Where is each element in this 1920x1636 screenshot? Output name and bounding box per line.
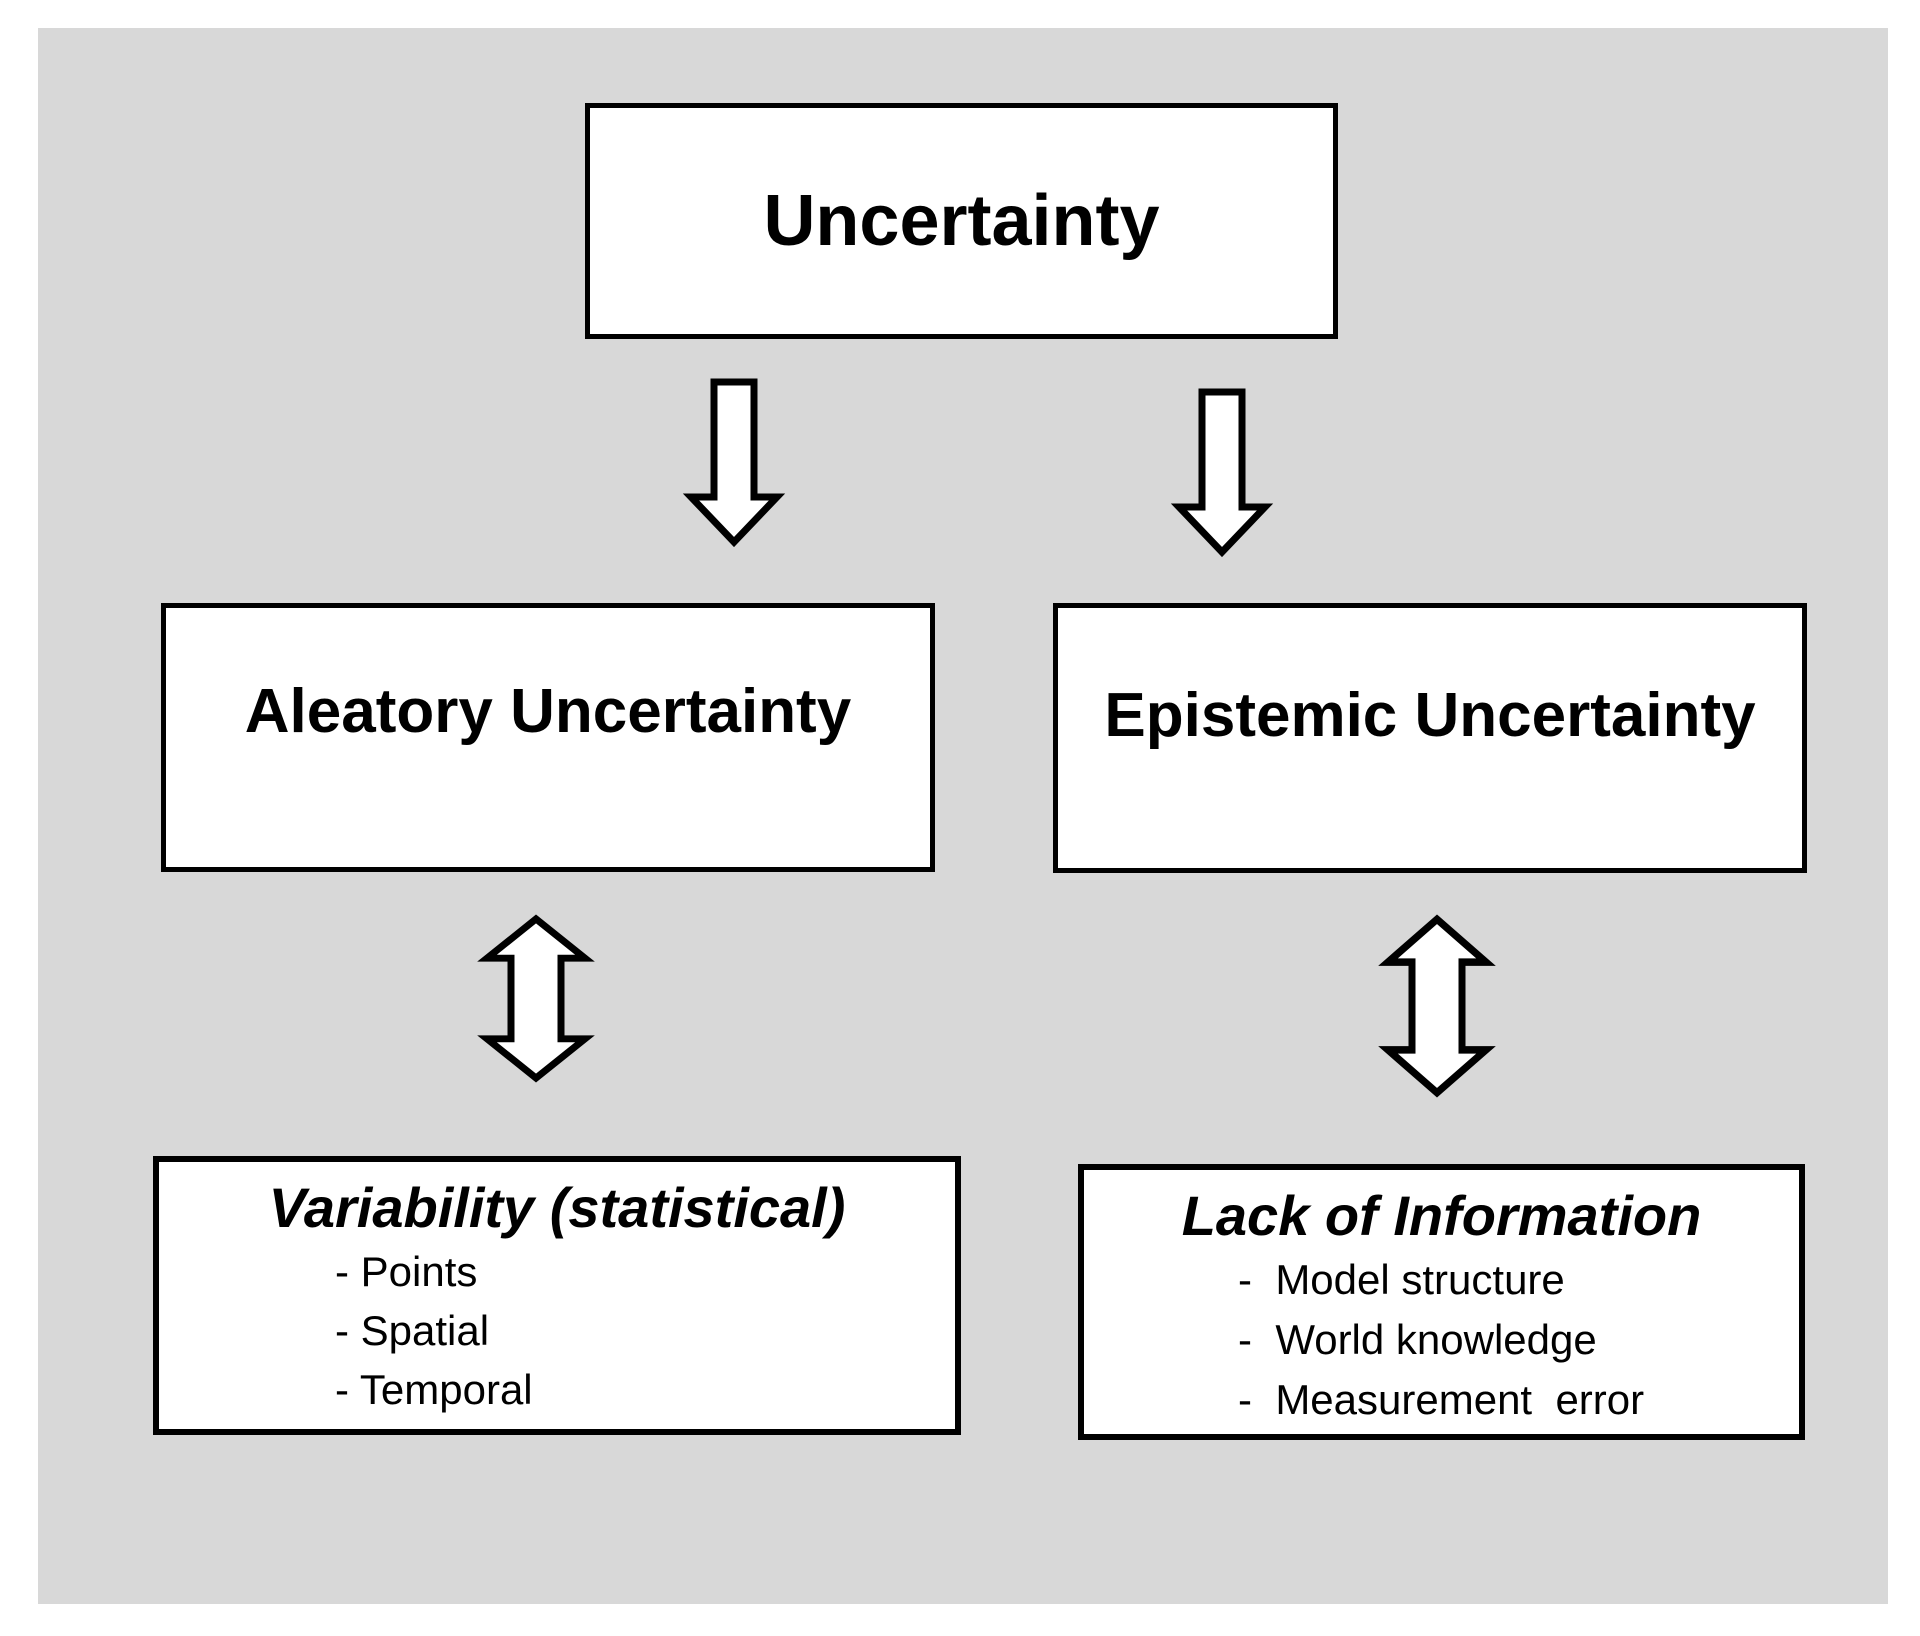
list-item: - Temporal — [335, 1366, 533, 1413]
lack-of-information-heading: Lack of Information — [1181, 1184, 1702, 1247]
epistemic-uncertainty-label: Epistemic Uncertainty — [1104, 681, 1756, 750]
aleatory-uncertainty-label: Aleatory Uncertainty — [244, 676, 852, 746]
down-arrow-icon — [682, 378, 786, 548]
variability-heading: Variability (statistical) — [268, 1176, 846, 1239]
list-item: - Spatial — [335, 1307, 490, 1354]
epistemic-uncertainty-box: Epistemic Uncertainty — [1053, 603, 1807, 873]
lack-of-information-box: Lack of Information - Model structure - … — [1078, 1164, 1805, 1440]
uncertainty-box: Uncertainty — [585, 103, 1338, 339]
list-item: - Model structure — [1238, 1256, 1565, 1303]
up-down-double-arrow-icon — [1378, 914, 1496, 1098]
up-down-double-arrow-icon — [477, 914, 595, 1083]
list-item: - Measurement error — [1238, 1376, 1645, 1423]
variability-box: Variability (statistical) - Points - Spa… — [153, 1156, 961, 1435]
down-arrow-icon — [1170, 388, 1274, 558]
list-item: - World knowledge — [1238, 1316, 1597, 1363]
list-item: - Points — [335, 1248, 478, 1295]
aleatory-uncertainty-box: Aleatory Uncertainty — [161, 603, 935, 872]
diagram-panel: Uncertainty Aleatory Uncertainty Epistem… — [38, 28, 1888, 1604]
lack-of-information-list: - Model structure - World knowledge - Me… — [1084, 1250, 1799, 1430]
uncertainty-label: Uncertainty — [763, 181, 1160, 261]
variability-list: - Points - Spatial - Temporal — [159, 1242, 955, 1419]
